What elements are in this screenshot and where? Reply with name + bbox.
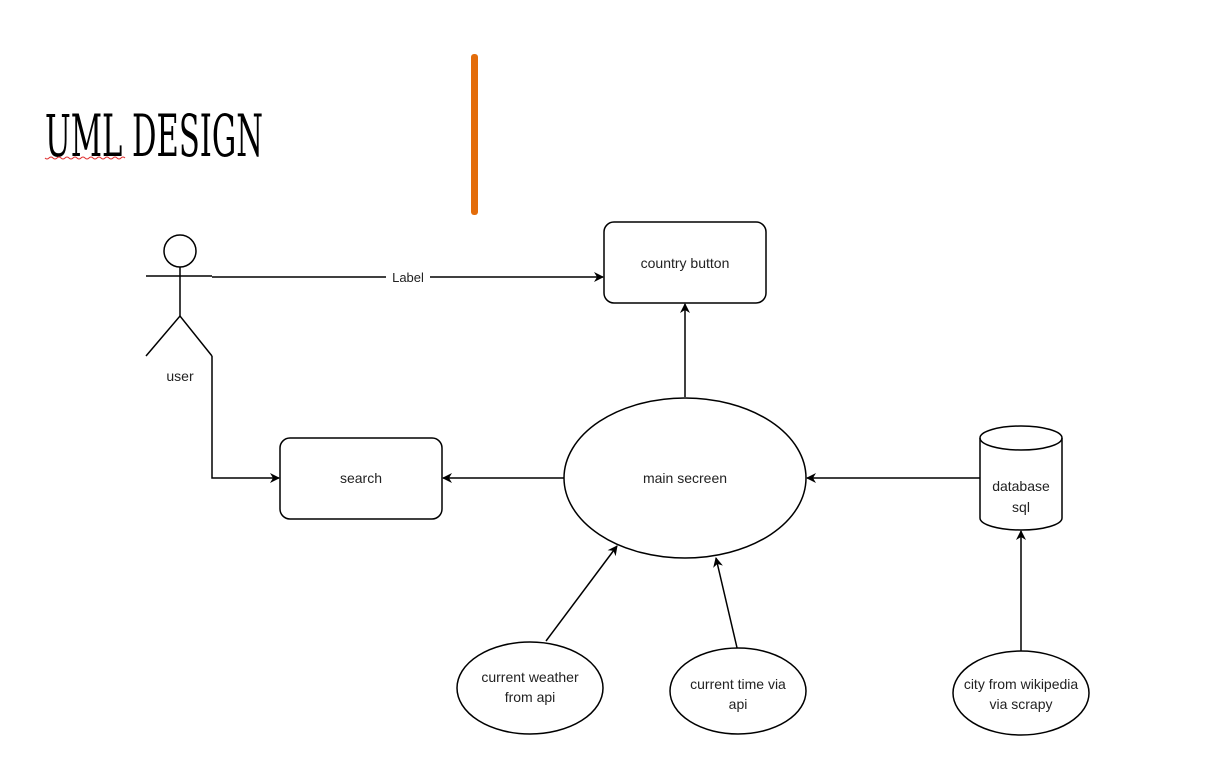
actor-user[interactable]: user [145, 234, 213, 384]
node-search[interactable]: search [279, 437, 443, 520]
actor-head [163, 234, 197, 268]
node-box [279, 437, 443, 520]
node-main-screen[interactable]: main secreen [563, 397, 807, 559]
node-label-line2: from api [505, 689, 556, 705]
node-ellipse [669, 647, 807, 735]
actor-legs [145, 314, 213, 357]
node-label-line2: api [729, 696, 748, 712]
node-box [603, 221, 767, 304]
node-city-from-wikipedia[interactable]: city from wikipedia via scrapy [952, 650, 1090, 736]
node-ellipse [563, 397, 807, 559]
node-label-line1: database [992, 478, 1050, 494]
node-ellipse [952, 650, 1090, 736]
slide-title: UML DESIGN [45, 102, 263, 170]
node-ellipse [456, 641, 604, 735]
node-label-line1: current weather [481, 669, 579, 685]
node-label-line2: sql [1012, 499, 1030, 515]
node-country-button[interactable]: country button [603, 221, 767, 304]
actor-label: user [166, 368, 194, 384]
node-label-line1: current time via [690, 676, 786, 692]
edge-label-bg [386, 269, 430, 285]
node-label-line1: city from wikipedia [964, 676, 1079, 692]
node-label-line2: via scrapy [989, 696, 1052, 712]
database-cylinder-rim [979, 437, 1063, 451]
node-database[interactable]: database sql [979, 425, 1063, 531]
node-label: country button [641, 255, 730, 271]
spellcheck-underline [44, 156, 126, 160]
node-label: search [340, 470, 382, 486]
node-current-time[interactable]: current time via api [669, 647, 807, 735]
database-cylinder-icon [979, 425, 1063, 531]
node-label: main secreen [643, 470, 727, 486]
edge-weather-to-main [545, 545, 618, 642]
edge-time-to-main [713, 557, 739, 653]
edge-label: Label [392, 270, 424, 285]
node-current-weather[interactable]: current weather from api [456, 641, 604, 735]
accent-bar [471, 54, 478, 215]
edge-user-to-search [211, 356, 280, 483]
